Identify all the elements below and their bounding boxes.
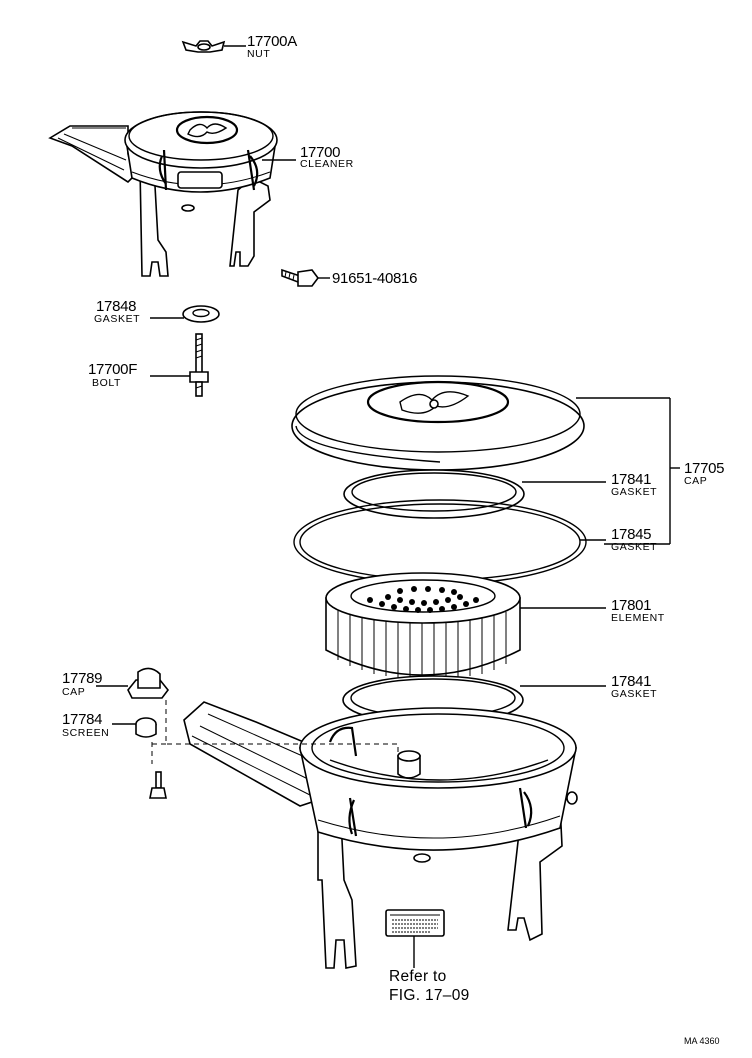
part-number-17789: 17789 [62, 670, 103, 687]
wing-nut-drawing [181, 40, 246, 53]
label-plate-drawing [385, 909, 445, 968]
part-number-17845: 17845 [611, 526, 652, 543]
part-name-gasket-17841-upper: GASKET [611, 486, 658, 498]
part-name-cap-17789: CAP [62, 686, 86, 698]
reference-line-2: FIG. 17–09 [389, 987, 470, 1004]
part-name-element: ELEMENT [611, 612, 665, 624]
leader-lines [520, 397, 680, 687]
part-number-91651-40816: 91651-40816 [332, 270, 418, 287]
part-number-17700a: 17700A [247, 33, 297, 50]
cleaner-body-drawing [183, 701, 578, 969]
gasket-17848-drawing [150, 305, 220, 323]
part-name-gasket-17848: GASKET [94, 313, 141, 325]
reference-line-1: Refer to [389, 968, 447, 985]
part-number-17848: 17848 [96, 298, 137, 315]
air-cleaner-cap-drawing [291, 375, 585, 471]
drawing-code: MA 4360 [684, 1036, 720, 1046]
part-number-17700f: 17700F [88, 361, 138, 378]
part-name-nut: NUT [247, 48, 271, 60]
gasket-17841-upper-drawing [343, 469, 525, 519]
bolt-91651-drawing [281, 268, 330, 287]
part-name-cleaner: CLEANER [300, 158, 354, 170]
bolt-17700f-drawing [150, 333, 209, 397]
part-name-gasket-17841-lower: GASKET [611, 688, 658, 700]
cleaner-assembly-drawing [48, 111, 296, 277]
part-number-17700: 17700 [300, 144, 341, 161]
cap-17789-drawing [96, 667, 170, 699]
part-number-17841-lower: 17841 [611, 673, 652, 690]
part-number-17801: 17801 [611, 597, 652, 614]
screw-drawing [149, 771, 167, 799]
part-name-screen: SCREEN [62, 727, 110, 739]
part-name-cap-17705: CAP [684, 475, 708, 487]
part-number-17784: 17784 [62, 711, 103, 728]
part-number-17705: 17705 [684, 460, 725, 477]
screen-17784-drawing [112, 717, 157, 738]
part-number-17841-upper: 17841 [611, 471, 652, 488]
part-name-gasket-17845: GASKET [611, 541, 658, 553]
filter-element-drawing [325, 572, 521, 680]
part-name-bolt: BOLT [92, 377, 122, 389]
